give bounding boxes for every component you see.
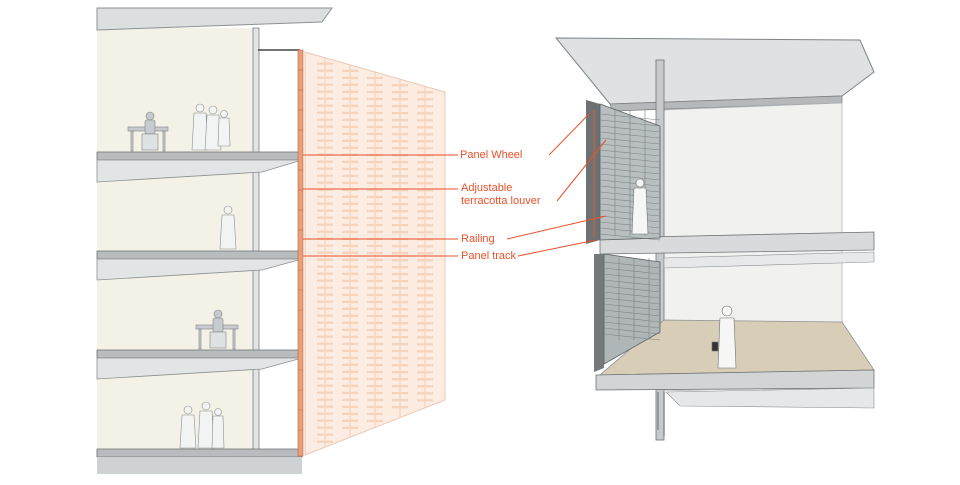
standing-people-1: [191, 103, 231, 151]
workstation-figure-2: [195, 309, 239, 350]
standing-person-2: [219, 205, 237, 250]
label-panel-wheel: Panel Wheel: [460, 149, 523, 161]
roof-slab: [96, 7, 333, 31]
right-perspective-detail: [554, 37, 875, 441]
ground-slab: [96, 448, 303, 474]
label-panel-track: Panel track: [461, 250, 517, 262]
floor-slab-2: [96, 250, 303, 281]
label-adjustable-louver: Adjustable terracotta louver: [461, 182, 540, 208]
track-ticks: [298, 69, 303, 431]
panel-track: [297, 49, 304, 457]
leader-panel-track-right: [517, 239, 597, 257]
standing-people-3: [179, 401, 225, 449]
upper-louver-panel: [586, 100, 661, 244]
leader-louver-right: [556, 139, 607, 202]
fins: [657, 392, 665, 436]
label-railing: Railing: [461, 233, 495, 245]
label-adjustable-louver-line1: Adjustable: [461, 182, 513, 194]
column: [252, 27, 260, 457]
leader-railing-right: [506, 215, 607, 240]
person-lower: [711, 305, 737, 369]
lower-louver-panel: [594, 253, 661, 372]
left-building-section: [96, 7, 446, 474]
upper-slab: [599, 231, 875, 255]
person-upper: [631, 178, 649, 235]
leader-panel-wheel-right: [548, 112, 591, 156]
label-adjustable-louver-line2: terracotta louver: [461, 195, 541, 207]
workstation-figure-1: [127, 111, 169, 152]
louver-screen: [304, 51, 446, 456]
canopy-slab: [554, 37, 875, 105]
annotation-leaders: [303, 112, 607, 257]
